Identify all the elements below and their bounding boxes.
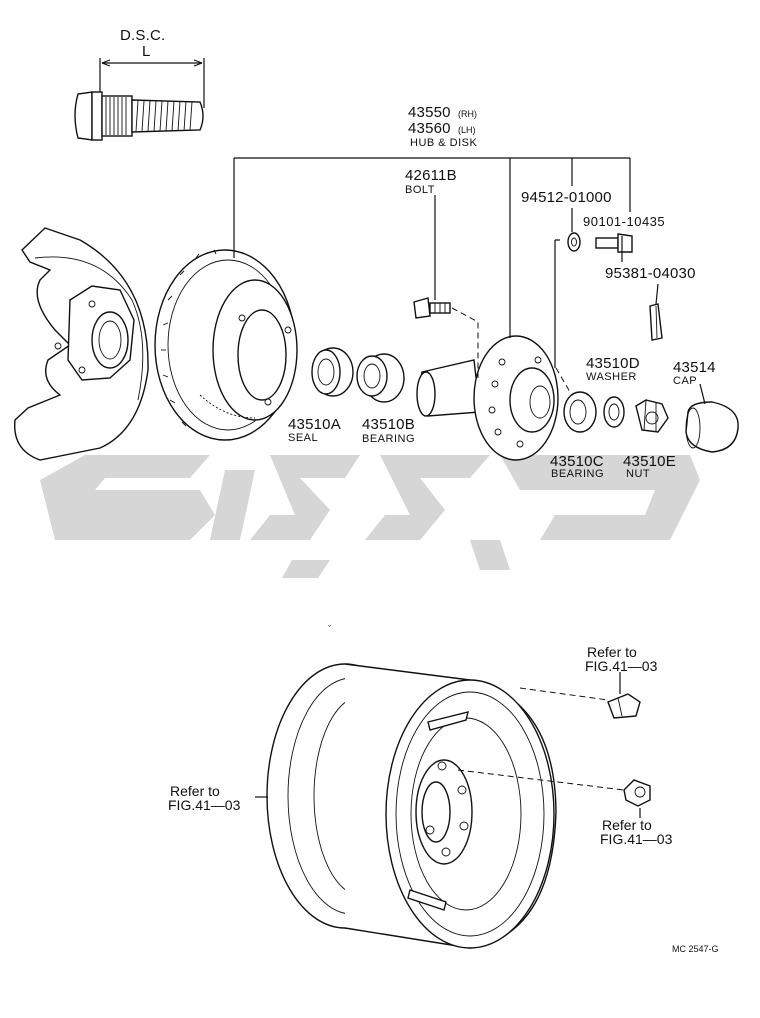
hub-disk-name: HUB & DISK	[410, 137, 478, 149]
washer-number: 43510D	[586, 355, 640, 372]
bearing-c-number: 43510C	[550, 453, 604, 470]
bolt-number: 42611B	[405, 167, 457, 184]
brake-disk	[154, 249, 298, 441]
bearing-c-part	[563, 391, 597, 433]
washer-name: WASHER	[586, 371, 637, 383]
ref-top-right-line1: Refer to	[587, 644, 637, 660]
washer-part	[603, 396, 625, 428]
nut-name: NUT	[626, 468, 650, 480]
part-90101-number: 90101-10435	[583, 214, 665, 229]
part-94512-number: 94512-01000	[521, 189, 612, 206]
ref-bottom-right-line2: FIG.41—03	[600, 831, 673, 847]
hub-lh-number: 43560	[408, 120, 451, 137]
bearing-b-part	[356, 353, 405, 403]
bearing-b-number: 43510B	[362, 416, 415, 433]
cap-name: CAP	[673, 375, 697, 387]
dust-shield	[14, 227, 149, 461]
small-washer-part	[567, 232, 581, 252]
hub-rh-side: (RH)	[458, 109, 477, 119]
ref-left-line2: FIG.41—03	[168, 797, 241, 813]
cap-part	[685, 401, 739, 453]
seal-number: 43510A	[288, 416, 341, 433]
hub-lh-side: (LH)	[458, 125, 476, 135]
leader-lines-upper	[233, 157, 706, 405]
stud-dsc-label: D.S.C.	[120, 27, 165, 44]
hub-rh-number: 43550	[408, 104, 451, 121]
ref-left-line1: Refer to	[170, 783, 220, 799]
stud-length-label: L	[142, 43, 151, 60]
valve-part	[607, 693, 641, 719]
small-bolt-part	[595, 233, 633, 253]
part-95381-number: 95381-04030	[605, 265, 696, 282]
watermark-logo	[40, 455, 700, 578]
ref-bottom-right-line1: Refer to	[602, 817, 652, 833]
seal-part	[311, 347, 354, 397]
leader-lines-lower	[255, 672, 641, 818]
hub-bolt-part	[413, 297, 451, 319]
wheel-stud	[74, 58, 205, 141]
seal-name: SEAL	[288, 432, 318, 444]
lug-nut-part	[623, 779, 651, 807]
cap-number: 43514	[673, 359, 716, 376]
ref-top-right-line2: FIG.41—03	[585, 658, 658, 674]
nut-number: 43510E	[623, 453, 676, 470]
nut-part	[635, 399, 669, 433]
bearing-b-name: BEARING	[362, 433, 415, 445]
wheel-rim	[266, 663, 557, 949]
bolt-name: BOLT	[405, 184, 435, 196]
stray-mark: ˇ	[328, 624, 331, 634]
bearing-c-name: BEARING	[551, 468, 604, 480]
cotter-pin-part	[649, 303, 663, 341]
diagram-code: MC 2547-G	[672, 944, 719, 954]
hub-part	[416, 335, 559, 461]
